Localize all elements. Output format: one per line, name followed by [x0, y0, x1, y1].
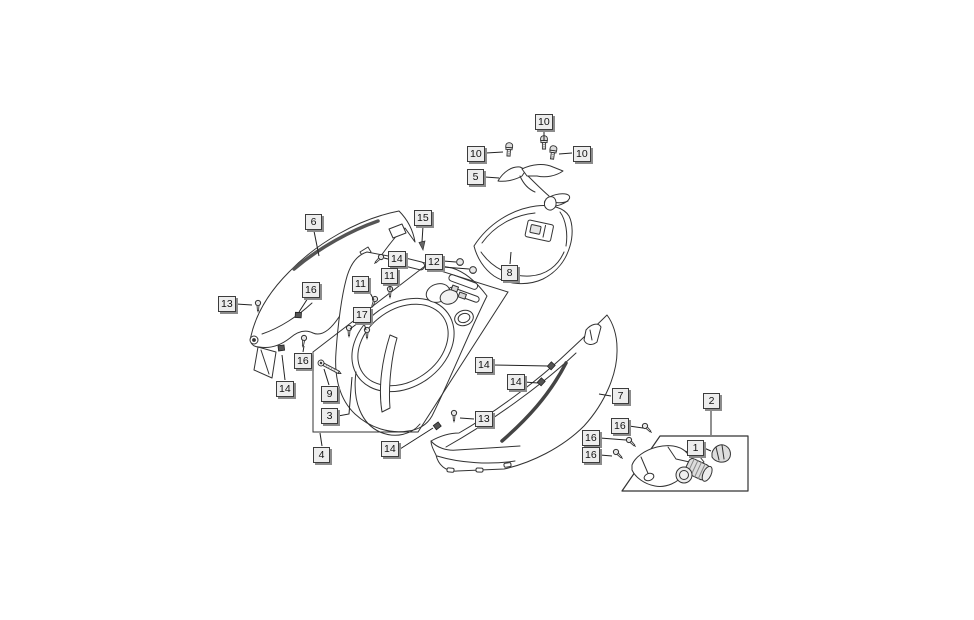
callout-16-right-2[interactable]: 16	[582, 430, 600, 446]
clip-16-icon	[294, 311, 303, 319]
part-right-side-cover-7	[430, 314, 618, 473]
clip-14-icon	[277, 344, 286, 352]
callout-16-right-3[interactable]: 16	[582, 447, 600, 463]
hook-bracket	[543, 196, 557, 211]
callout-16-upper-left[interactable]: 16	[302, 282, 320, 298]
callout-16-right-1[interactable]: 16	[611, 418, 629, 434]
callout-14-top-mid[interactable]: 14	[388, 251, 406, 267]
callout-6[interactable]: 6	[305, 214, 322, 230]
callout-11-right[interactable]: 11	[381, 268, 398, 284]
stud-12-icon	[469, 266, 477, 274]
callout-14-right-lower[interactable]: 14	[507, 374, 525, 390]
callout-13-center[interactable]: 13	[475, 411, 493, 427]
part-left-side-cover-6	[249, 210, 416, 379]
clip-14-icon	[432, 421, 443, 431]
callout-14-left-bottom[interactable]: 14	[276, 381, 294, 397]
callout-12[interactable]: 12	[425, 254, 443, 270]
stud-12-icon	[456, 258, 464, 266]
callout-13-far-left[interactable]: 13	[218, 296, 236, 312]
callout-17[interactable]: 17	[353, 307, 371, 323]
screw-16-icon	[640, 421, 654, 435]
group-frame-4	[312, 265, 509, 433]
fasteners	[254, 240, 654, 461]
screw-10-icon	[504, 142, 514, 157]
grommet	[711, 444, 731, 463]
callout-3[interactable]: 3	[321, 408, 338, 424]
part-rear-carrier-5	[497, 164, 571, 207]
callout-8[interactable]: 8	[501, 265, 518, 281]
screw-16-icon	[299, 334, 308, 349]
callout-4[interactable]: 4	[313, 447, 330, 463]
screw-16-icon	[624, 435, 638, 449]
screw-10-icon	[548, 144, 558, 160]
clip-15-icon	[418, 240, 426, 251]
screw-13-icon	[450, 409, 458, 423]
callout-14-right-upper[interactable]: 14	[475, 357, 493, 373]
callout-1[interactable]: 1	[687, 440, 704, 456]
callout-7[interactable]: 7	[612, 388, 629, 404]
callout-5[interactable]: 5	[467, 169, 484, 185]
part-tail-cover-8	[473, 196, 573, 284]
callout-15[interactable]: 15	[414, 210, 432, 226]
leader-lines	[235, 130, 712, 457]
callout-10-left[interactable]: 10	[467, 146, 485, 162]
callout-2[interactable]: 2	[703, 393, 720, 409]
bolt-9-icon	[317, 359, 342, 375]
callout-16-lower-left[interactable]: 16	[294, 353, 312, 369]
callout-10-right[interactable]: 10	[573, 146, 591, 162]
taillight-housing-1	[631, 444, 731, 487]
callout-14-bottom-center[interactable]: 14	[381, 441, 399, 457]
callout-11-left[interactable]: 11	[352, 276, 369, 292]
bulb-holder	[675, 458, 713, 484]
callout-10-top[interactable]: 10	[535, 114, 553, 130]
screw-16-icon	[611, 447, 625, 461]
callout-9[interactable]: 9	[321, 386, 338, 402]
